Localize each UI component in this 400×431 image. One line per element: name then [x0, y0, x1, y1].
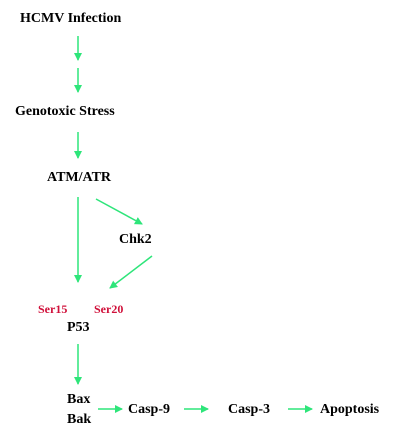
- node-hcmv-infection: HCMV Infection: [20, 11, 122, 26]
- arrow-chk2-to-p53: [109, 255, 153, 289]
- node-apoptosis: Apoptosis: [320, 402, 380, 417]
- node-atm-atr: ATM/ATR: [47, 170, 112, 185]
- arrow-atm-to-chk2: [95, 198, 143, 225]
- node-casp-3: Casp-3: [228, 402, 271, 417]
- node-p53: P53: [67, 320, 90, 335]
- site-ser15: Ser15: [38, 302, 68, 316]
- site-ser20: Ser20: [94, 302, 124, 316]
- node-bak: Bak: [67, 412, 92, 427]
- node-casp-9: Casp-9: [128, 402, 171, 417]
- node-bax: Bax: [67, 392, 91, 407]
- node-genotoxic-stress: Genotoxic Stress: [15, 104, 115, 119]
- node-chk2: Chk2: [119, 232, 152, 247]
